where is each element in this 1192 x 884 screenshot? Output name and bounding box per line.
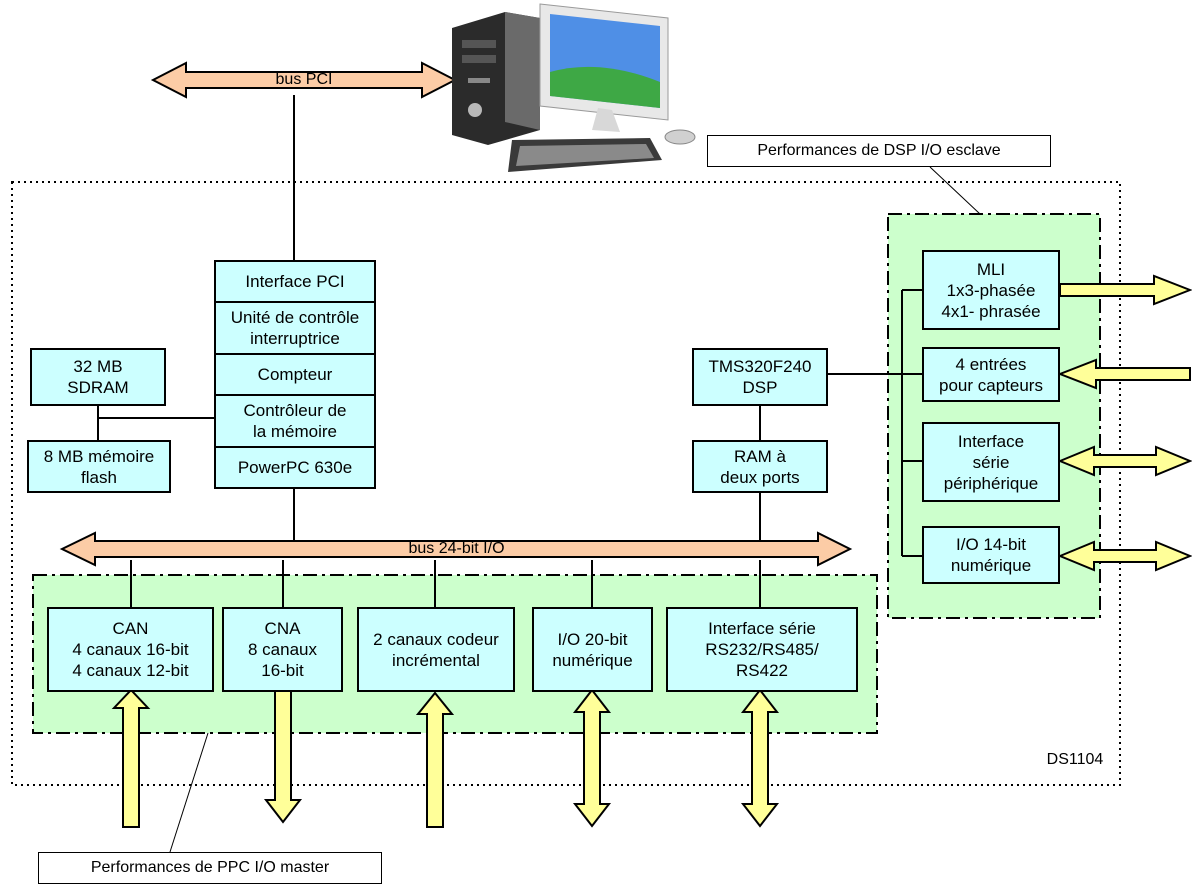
sensor-inputs-block: 4 entrées pour capteurs: [922, 347, 1060, 402]
powerpc-block: PowerPC 630e: [214, 446, 376, 489]
connection-lines: [97, 95, 923, 608]
dsp-callout-leader: [929, 166, 981, 215]
desktop-computer-icon: [452, 3, 696, 172]
dac-block: CNA 8 canaux 16-bit: [222, 607, 343, 692]
io20-bidir-arrow: [572, 688, 612, 828]
pwm-block: MLI 1x3-phasée 4x1- phrasée: [922, 250, 1060, 330]
peripheral-serial-block: Interface série périphérique: [922, 422, 1060, 502]
io14-bidir-arrow: [1057, 540, 1192, 572]
io14-block: I/O 14-bit numérique: [922, 526, 1060, 584]
dual-port-ram-block: RAM à deux ports: [692, 440, 828, 493]
board-label: DS1104: [1046, 751, 1104, 768]
memory-controller-block: Contrôleur de la mémoire: [214, 394, 376, 448]
bus-io24-label: bus 24-bit I/O: [408, 540, 505, 557]
board-outline: [11, 181, 1121, 786]
peripheral-bidir-arrow: [1057, 445, 1192, 477]
can-input-arrow: [111, 688, 151, 828]
dsp-block: TMS320F240 DSP: [692, 348, 828, 406]
bus-pci-label: bus PCI: [275, 71, 333, 88]
flash-block: 8 MB mémoire flash: [27, 440, 171, 493]
sdram-block: 32 MB SDRAM: [30, 348, 166, 406]
sensor-input-arrow: [1057, 358, 1191, 390]
cna-output-arrow: [263, 689, 303, 824]
adc-block: CAN 4 canaux 16-bit 4 canaux 12-bit: [47, 607, 214, 692]
counter-block: Compteur: [214, 353, 376, 396]
mli-output-arrow: [1059, 274, 1192, 306]
bus-io24-arrow: [59, 531, 853, 567]
interrupt-control-block: Unité de contrôle interruptrice: [214, 301, 376, 355]
io20-block: I/O 20-bit numérique: [532, 607, 653, 692]
encoder-block: 2 canaux codeur incrémental: [357, 607, 515, 692]
serial-interface-block: Interface série RS232/RS485/ RS422: [666, 607, 858, 692]
ppc-callout-leader: [169, 732, 209, 853]
dsp-slave-callout: Performances de DSP I/O esclave: [707, 135, 1051, 167]
ppc-master-callout: Performances de PPC I/O master: [38, 852, 382, 884]
interface-pci-block: Interface PCI: [214, 260, 376, 303]
codeur-input-arrow: [415, 691, 455, 828]
serial-bidir-arrow: [740, 688, 780, 828]
